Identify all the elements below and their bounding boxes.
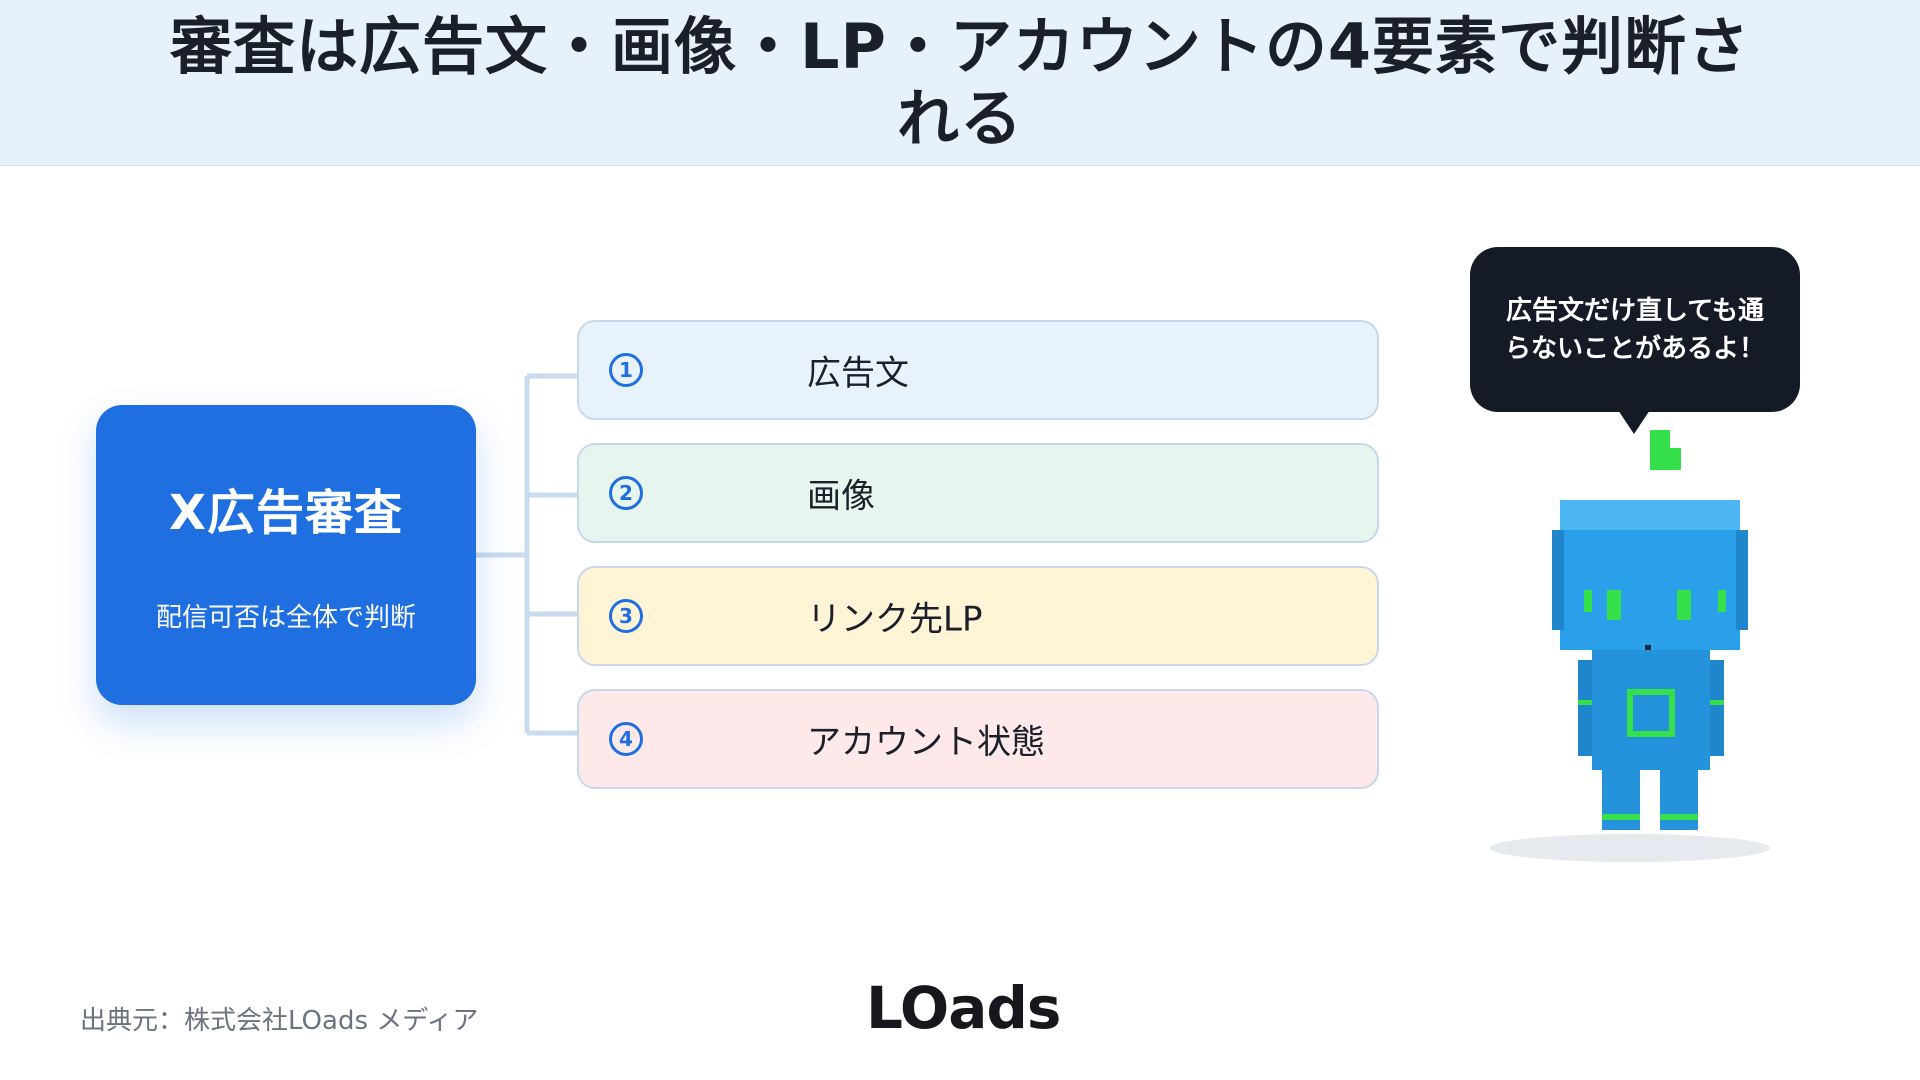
loads-logo: LOads: [866, 974, 1061, 1042]
item-number: 1: [609, 353, 643, 387]
item-number: 2: [609, 476, 643, 510]
source-credit: 出典元：株式会社LOads メディア: [80, 1006, 479, 1036]
item-number: 4: [609, 722, 643, 756]
header-banner: 審査は広告文・画像・LP・アカウントの4要素で判断される: [0, 0, 1920, 166]
main-box-title: X広告審査: [168, 485, 403, 541]
item-label: 画像: [807, 476, 875, 517]
item-number: 3: [609, 599, 643, 633]
item-account-status: 4 アカウント状態: [577, 689, 1379, 789]
speech-bubble-tail: [1618, 410, 1650, 434]
speech-bubble-text: 広告文だけ直しても通らないことがあるよ！: [1504, 295, 1765, 364]
item-landing-page: 3 リンク先LP: [577, 566, 1379, 666]
item-label: 広告文: [807, 353, 909, 394]
item-label: アカウント状態: [807, 722, 1045, 763]
item-image: 2 画像: [577, 443, 1379, 543]
speech-bubble: 広告文だけ直しても通らないことがあるよ！: [1470, 247, 1800, 412]
item-ad-text: 1 広告文: [577, 320, 1379, 420]
robot-mascot-icon: [1490, 430, 1770, 862]
main-box-subtitle: 配信可否は全体で判断: [155, 603, 416, 633]
main-box-x-ad-review: X広告審査 配信可否は全体で判断: [96, 405, 476, 705]
page-title: 審査は広告文・画像・LP・アカウントの4要素で判断される: [169, 9, 1751, 155]
item-label: リンク先LP: [807, 599, 983, 640]
